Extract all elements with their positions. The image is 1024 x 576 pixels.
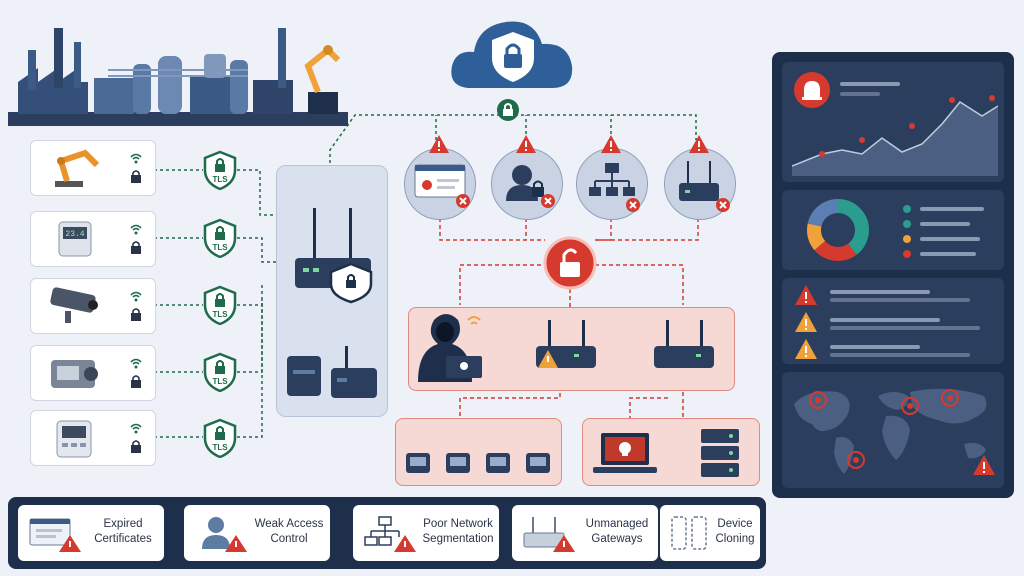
lock-icon [131, 440, 141, 453]
cloud-lock-icon [451, 21, 573, 88]
affected-devices-zone [395, 418, 562, 486]
security-dashboard [772, 52, 1014, 498]
main-gateway-icon[interactable] [285, 204, 381, 304]
gateway-icon [523, 517, 575, 552]
wifi-icon [130, 291, 142, 302]
legend-dots [903, 205, 911, 258]
device-card-sensor[interactable] [30, 345, 156, 401]
device-card-camera[interactable] [30, 278, 156, 334]
alert-trend-panel [782, 62, 1004, 182]
wifi-icon [130, 153, 142, 164]
exfiltration-zone [582, 418, 760, 486]
thermostat-icon: 23.4 [58, 221, 92, 257]
factory-skyline-icon [8, 28, 348, 126]
svg-text:23.4: 23.4 [65, 230, 84, 239]
donut-chart-icon [807, 199, 869, 261]
alert-trend-chart [792, 95, 998, 176]
device-card-thermostat[interactable]: 23.4 [30, 211, 156, 267]
warning-icon [689, 135, 709, 153]
lock-icon [131, 375, 141, 388]
warning-icon [795, 312, 817, 332]
gateway-hub-panel [276, 165, 388, 417]
target-marker-icon [809, 391, 827, 409]
threat-unmanaged-gateway[interactable] [664, 148, 736, 220]
hacker-icon [418, 314, 482, 382]
tls-shield-icon: TLS [203, 150, 237, 190]
network-tree-icon [589, 163, 640, 212]
warning-icon [795, 339, 817, 359]
lock-icon [131, 241, 141, 254]
unlocked-breach-icon [543, 236, 597, 290]
gateway-icon [679, 161, 730, 212]
certificate-icon [414, 164, 470, 208]
svg-text:TLS: TLS [212, 310, 228, 319]
lock-icon [131, 308, 141, 321]
target-marker-icon [847, 451, 865, 469]
infected-laptop-icon [593, 433, 657, 473]
target-marker-icon [901, 397, 919, 415]
risk-distribution-panel [782, 190, 1004, 270]
threat-expired-cert[interactable] [404, 148, 476, 220]
network-tree-icon [364, 516, 416, 552]
tls-shield-icon: TLS [203, 285, 237, 325]
tls-shield-icon: TLS [203, 352, 237, 392]
user-lock-icon [506, 165, 555, 208]
compromised-gateway-icon [654, 320, 714, 368]
edge-device-icons [287, 346, 377, 398]
svg-text:TLS: TLS [212, 443, 228, 452]
alarm-icon [794, 72, 830, 108]
certificate-icon [29, 518, 81, 552]
threat-segmentation[interactable] [576, 148, 648, 220]
secure-node-icon [497, 99, 519, 121]
affected-device-icons [406, 453, 550, 473]
device-card-controller[interactable] [30, 410, 156, 466]
device-card-robot[interactable] [30, 140, 156, 196]
device-clone-icon [671, 516, 707, 550]
svg-text:TLS: TLS [212, 377, 228, 386]
wifi-icon [130, 224, 142, 235]
server-stack-icon [701, 429, 739, 477]
compromised-gateway-icon [536, 320, 596, 368]
svg-text:TLS: TLS [212, 175, 228, 184]
warning-icon [516, 135, 536, 153]
target-marker-icon [941, 389, 959, 407]
warning-icon [601, 135, 621, 153]
alert-list-panel [782, 278, 1004, 364]
lock-icon [131, 170, 141, 183]
warning-icon [795, 285, 817, 305]
sensor-device-icon [51, 360, 98, 388]
svg-text:TLS: TLS [212, 243, 228, 252]
robot-arm-icon [55, 149, 100, 187]
wifi-icon [130, 423, 142, 434]
controller-device-icon [56, 420, 92, 458]
warning-icon [429, 135, 449, 153]
wifi-icon [130, 358, 142, 369]
warning-icon [973, 455, 995, 475]
threat-map-panel [782, 372, 1004, 488]
tls-shield-icon: TLS [203, 218, 237, 258]
user-icon [202, 517, 247, 552]
security-camera-icon [50, 287, 98, 323]
tls-shield-icon: TLS [203, 418, 237, 458]
threat-weak-access[interactable] [491, 148, 563, 220]
